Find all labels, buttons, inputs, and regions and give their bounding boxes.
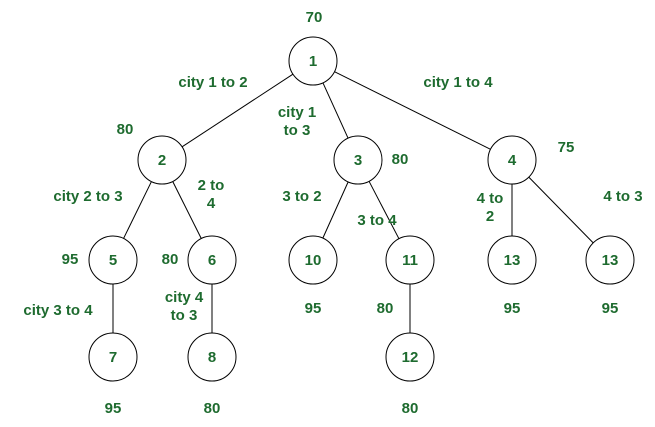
- node-cost: 95: [62, 251, 79, 268]
- edges: [112, 71, 594, 333]
- node-circle: [385, 332, 435, 382]
- node-cost: 95: [105, 400, 122, 417]
- edge-label-n5-n7: city 3 to 4: [23, 302, 93, 319]
- node-n5: 5 95: [62, 235, 138, 285]
- node-label: 13: [602, 252, 619, 269]
- edge-n2-n5: [123, 181, 152, 239]
- nodes: 1 70 2 80 3 80 4 75 5 95 6 80 10 95 11 80 13 95 13 95 7 95 8 80…: [62, 9, 635, 417]
- node-label: 7: [109, 349, 117, 366]
- node-n13b: 13 95: [585, 235, 635, 317]
- node-n2: 2 80: [117, 121, 187, 185]
- edge-n1-n3: [322, 82, 349, 139]
- node-label: 10: [305, 252, 322, 269]
- edge-n3-n11: [368, 181, 400, 239]
- node-label: 1: [309, 53, 317, 70]
- node-label: 4: [508, 152, 517, 169]
- node-circle: [333, 135, 383, 185]
- edge-label-n1-n4: city 1 to 4: [423, 74, 493, 91]
- node-n12: 12 80: [385, 332, 435, 417]
- node-circle: [187, 235, 237, 285]
- node-cost: 95: [602, 300, 619, 317]
- node-label: 8: [208, 349, 216, 366]
- node-n6: 6 80: [162, 235, 237, 285]
- edge-n1-n2: [181, 73, 294, 148]
- edge-label-n1-n2: city 1 to 2: [178, 74, 247, 91]
- edge-label-n3-n10: 3 to 2: [282, 188, 321, 205]
- edge-label-n4-n13b: 4 to 3: [603, 188, 642, 205]
- node-circle: [88, 235, 138, 285]
- node-label: 11: [402, 252, 418, 269]
- node-circle: [288, 36, 338, 86]
- node-cost: 80: [204, 400, 221, 417]
- node-label: 6: [208, 252, 216, 269]
- node-n8: 8 80: [187, 332, 237, 417]
- node-label: 3: [354, 152, 362, 169]
- node-cost: 70: [306, 9, 323, 26]
- node-n11: 11 80: [377, 235, 435, 317]
- edge-label-n2-n5: city 2 to 3: [53, 188, 122, 205]
- node-n10: 10 95: [288, 235, 338, 317]
- edge-n2-n6: [172, 181, 202, 239]
- node-circle: [288, 235, 338, 285]
- node-circle: [137, 135, 187, 185]
- node-cost: 75: [558, 139, 575, 156]
- edge-n1-n4: [334, 71, 491, 150]
- edge-n3-n10: [322, 181, 349, 239]
- node-circle: [585, 235, 635, 285]
- node-n13a: 13 95: [487, 235, 537, 317]
- node-cost: 95: [305, 300, 322, 317]
- node-cost: 80: [402, 400, 419, 417]
- node-n4: 4 75: [487, 135, 575, 185]
- node-circle: [487, 235, 537, 285]
- node-circle: [88, 332, 138, 382]
- node-circle: [385, 235, 435, 285]
- node-label: 12: [402, 349, 419, 366]
- node-cost: 80: [162, 251, 179, 268]
- edge-n4-n13b: [528, 176, 594, 244]
- node-label: 2: [158, 152, 166, 169]
- node-circle: [187, 332, 237, 382]
- node-cost: 80: [377, 300, 394, 317]
- node-cost: 80: [392, 151, 409, 168]
- edge-label-n3-n11: 3 to 4: [357, 212, 397, 229]
- node-circle: [487, 135, 537, 185]
- node-cost: 80: [117, 121, 134, 138]
- node-label: 13: [504, 252, 521, 269]
- node-n1: 1 70: [288, 9, 338, 86]
- node-label: 5: [109, 252, 117, 269]
- node-n7: 7 95: [88, 332, 138, 417]
- node-n3: 3 80: [333, 135, 409, 185]
- node-cost: 95: [504, 300, 521, 317]
